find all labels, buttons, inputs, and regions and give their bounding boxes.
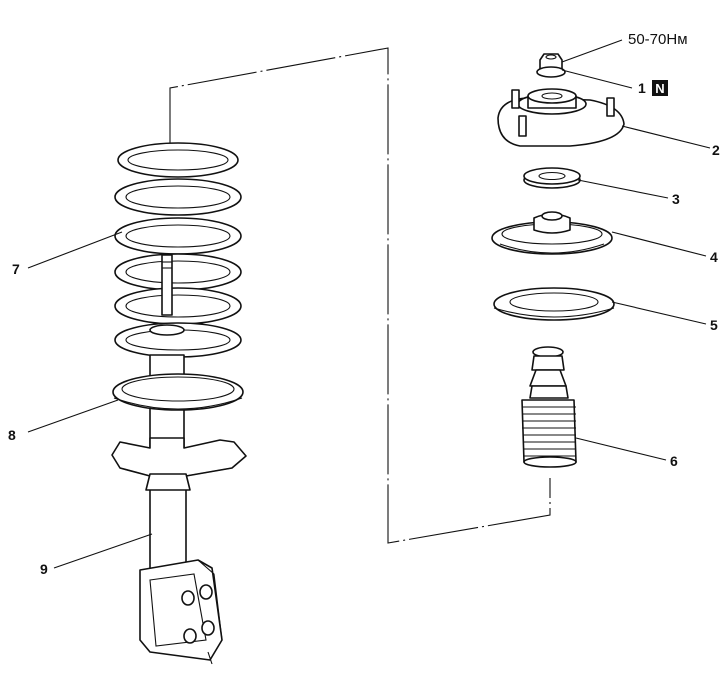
spring-insulator [493,287,615,321]
part-label-8: 8 [8,427,16,443]
torque-label: 50-70Нм [628,31,688,48]
assembly-line [169,47,551,544]
part-label-3: 3 [672,191,680,207]
leader-lines [27,39,711,569]
part-label-6: 6 [670,453,678,469]
part-label-1: 1 [638,80,646,96]
strut-bearing [523,167,581,189]
flange-nut [536,53,566,78]
coil-spring [114,142,242,358]
badge-letter: N [655,81,664,96]
top-mount [497,88,625,147]
part-label-9: 9 [40,561,48,577]
upper-spring-seat [491,211,613,255]
dust-boot [521,346,577,468]
spring-pad [112,373,244,411]
part-label-4: 4 [710,249,718,265]
part-label-7: 7 [12,261,20,277]
part-label-5: 5 [710,317,718,333]
part-label-2: 2 [712,142,720,158]
new-part-badge-icon: N [652,80,668,96]
